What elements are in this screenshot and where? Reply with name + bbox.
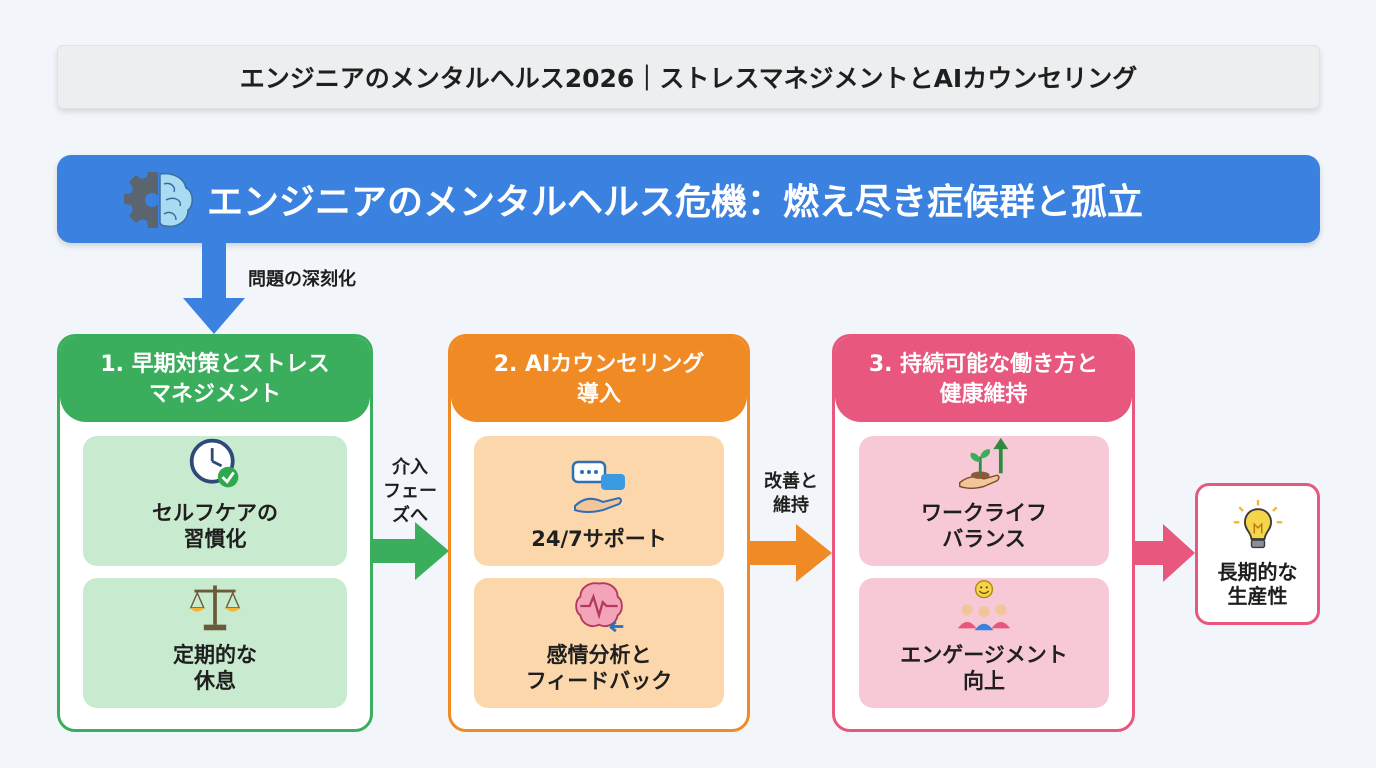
arrow-to-ai [373, 522, 449, 580]
down-arrow [183, 242, 245, 334]
card-self-care: セルフケアの 習慣化 [83, 436, 347, 566]
result-box: 長期的な 生産性 [1195, 483, 1320, 625]
card-24-7-support: 24/7サポート [474, 436, 724, 566]
chat-support-icon [571, 460, 625, 513]
panel-title: 3. 持続可能な働き方と 健康維持 [835, 337, 1132, 422]
intervention-label: 介入 フェー ズへ [383, 457, 437, 526]
arrow-to-result [1135, 524, 1195, 582]
panel-title: 2. AIカウンセリング 導入 [451, 337, 747, 422]
page-title: エンジニアのメンタルヘルス2026｜ストレスマネジメントとAIカウンセリング [57, 45, 1320, 109]
deepening-label: 問題の深刻化 [248, 269, 356, 290]
gear-brain-icon [124, 172, 193, 228]
lightbulb-icon [1233, 499, 1282, 549]
banner-text: エンジニアのメンタルヘルス危機：燃え尽き症候群と孤立 [207, 182, 1144, 223]
card-emotion-analysis: 感情分析と フィードバック [474, 578, 724, 708]
panel-title: 1. 早期対策とストレス マネジメント [60, 337, 370, 422]
plant-growth-icon [959, 437, 1009, 489]
arrow-to-sustainable [750, 524, 832, 582]
clock-check-icon [189, 438, 239, 488]
crisis-banner: エンジニアのメンタルヘルス危機：燃え尽き症候群と孤立 [57, 155, 1320, 243]
card-engagement: エンゲージメント 向上 [859, 578, 1109, 708]
team-smile-icon [957, 580, 1011, 631]
brain-pulse-icon [575, 582, 624, 633]
improvement-label: 改善と 維持 [764, 471, 818, 516]
card-regular-rest: 定期的な 休息 [83, 578, 347, 708]
balance-scale-icon [189, 585, 241, 631]
card-work-life-balance: ワークライフ バランス [859, 436, 1109, 566]
